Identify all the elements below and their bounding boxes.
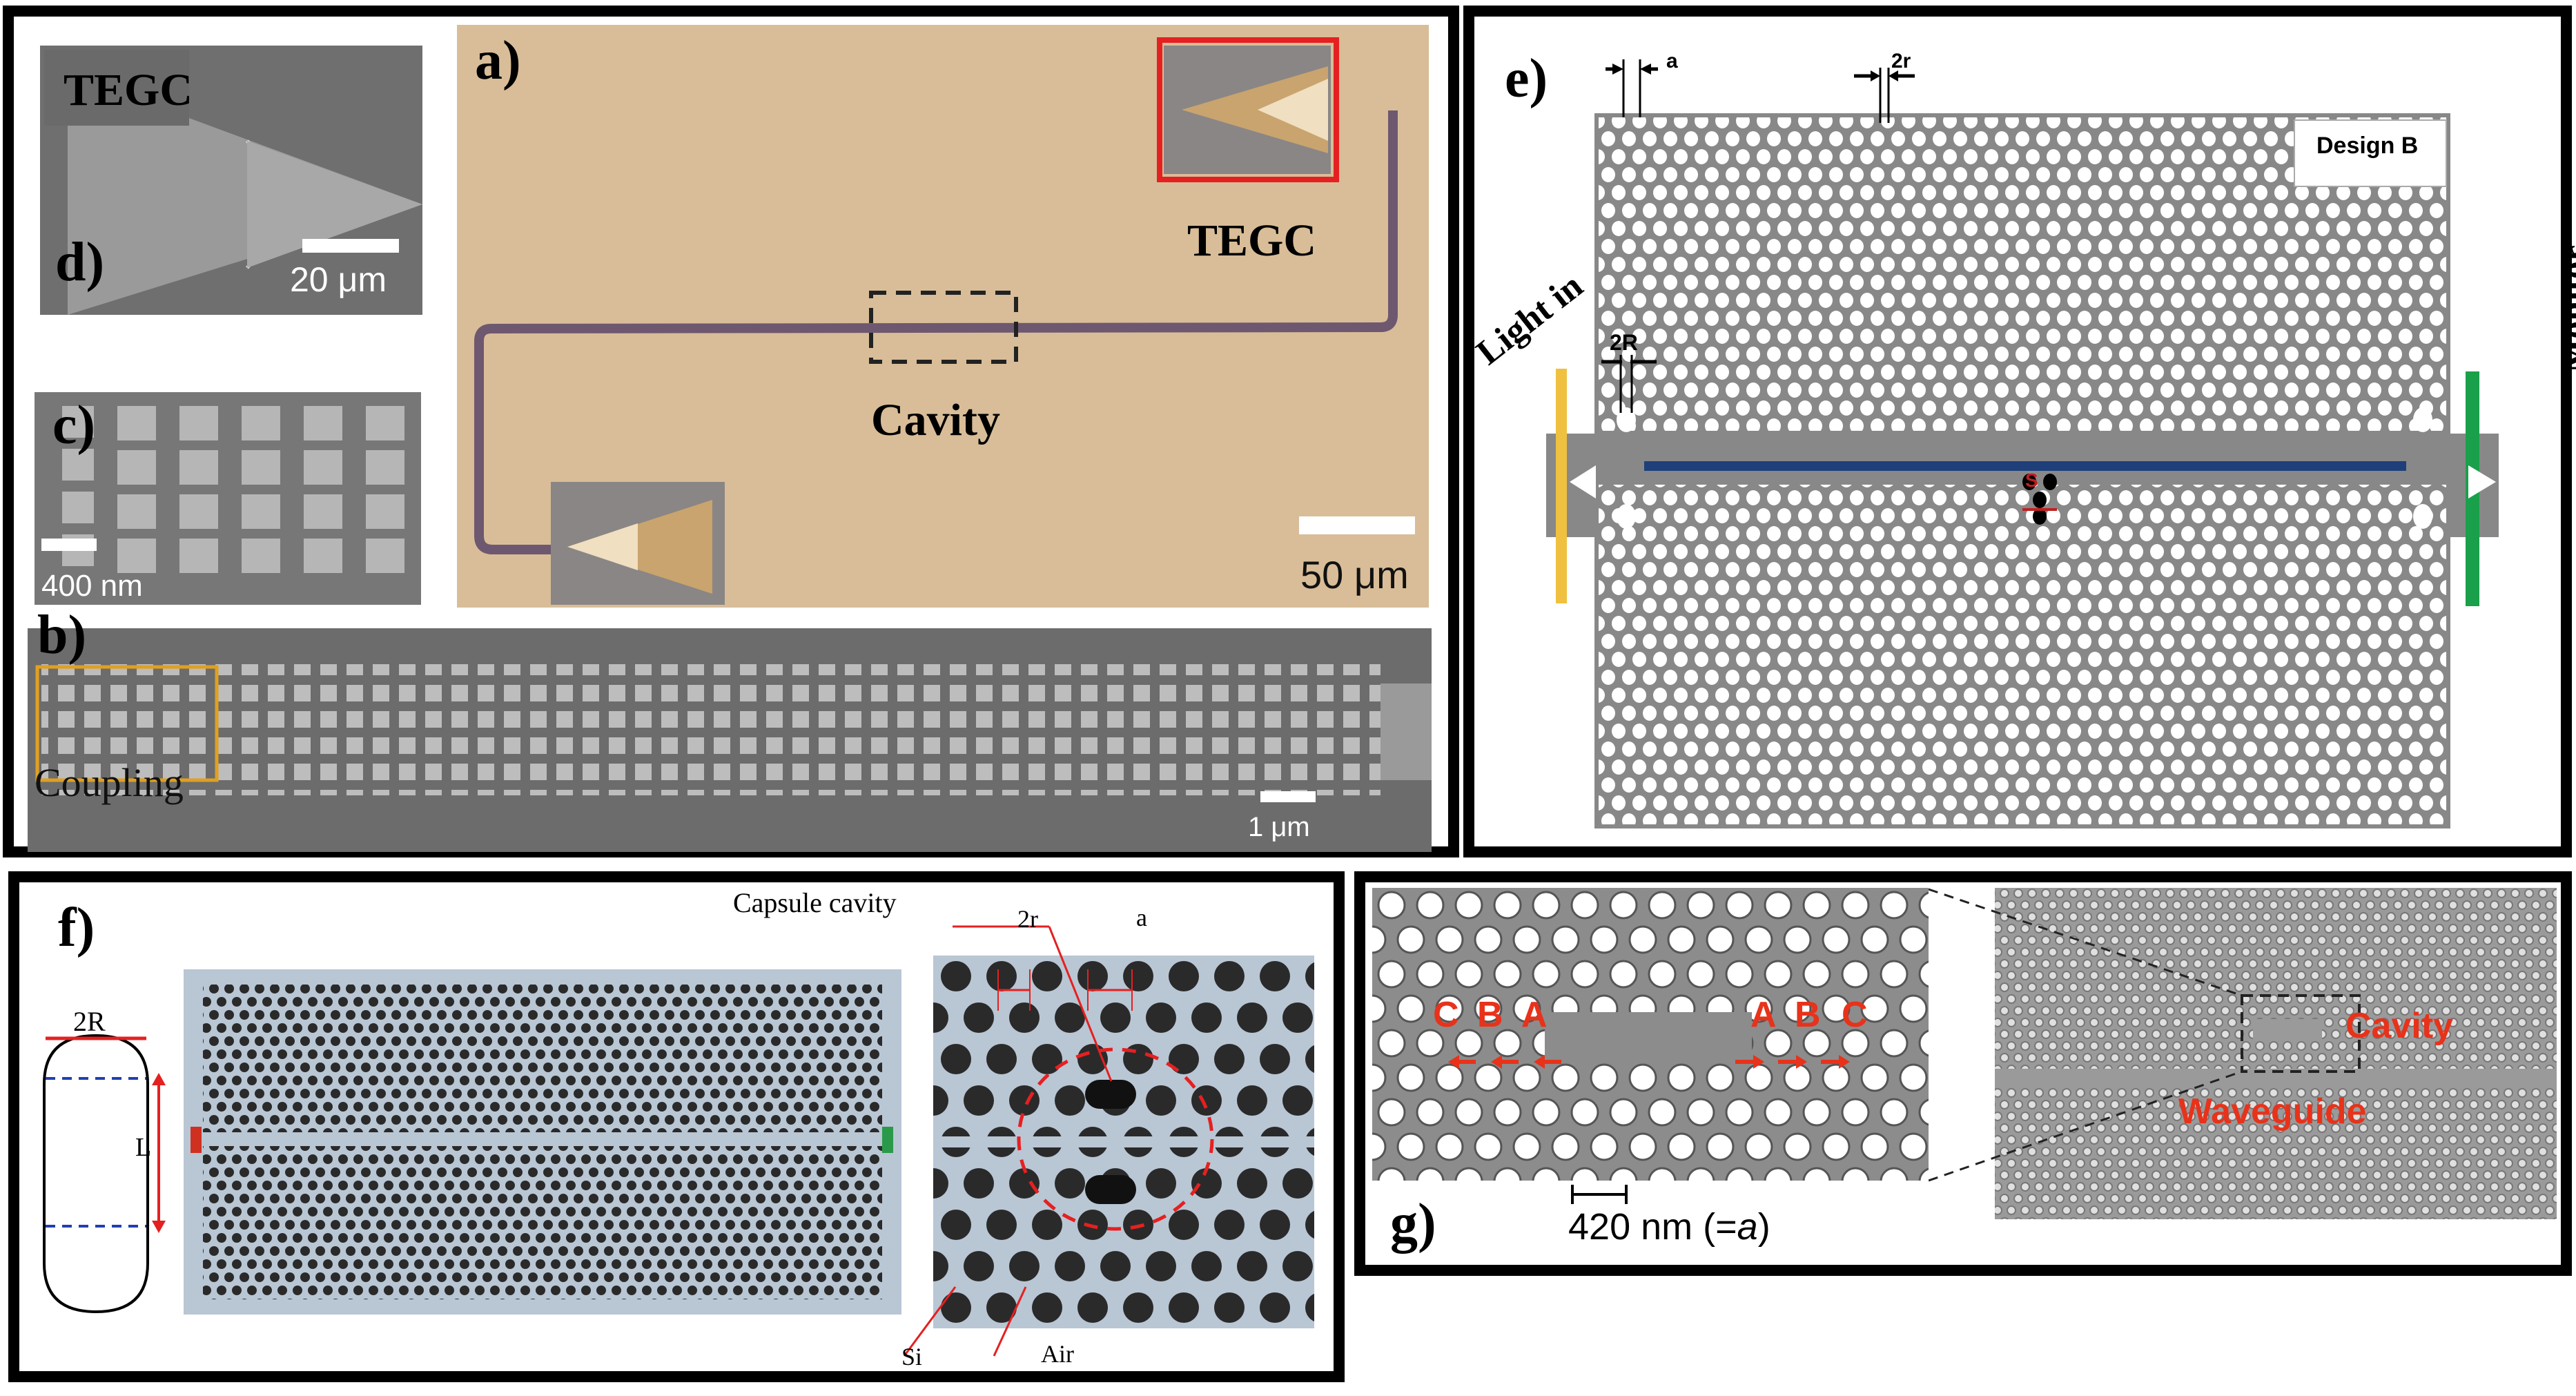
panel-f-dim-a: a — [1136, 904, 1147, 931]
panel-g-waveguide-label: Waveguide — [2178, 1092, 2367, 1132]
panel-b-scale-label: 1 μm — [1248, 812, 1310, 842]
panel-g-label-left-a: A — [1521, 995, 1548, 1035]
panel-a-letter: a) — [475, 30, 521, 91]
panel-e-dim-2R: 2R — [1610, 330, 1638, 355]
panel-b-sem — [28, 628, 1432, 852]
panel-f-si-label: Si — [901, 1343, 923, 1370]
panel-f-capsule-diagram — [43, 1034, 149, 1314]
panel-f-dim-2r: 2r — [1017, 905, 1038, 933]
panel-c-scale-label: 400 nm — [41, 569, 143, 603]
panel-a-tegc-label: TEGC — [1187, 215, 1317, 266]
panel-g-scale-a: a — [1737, 1206, 1758, 1248]
panel-f-dim-L: L — [135, 1133, 152, 1162]
panel-g-label-right-c: C — [1842, 995, 1868, 1035]
panel-f-zoom — [933, 956, 1314, 1328]
panel-g-scale-text: 420 nm (= — [1568, 1206, 1737, 1248]
panel-b-letter: b) — [37, 605, 87, 666]
panel-g-label-right-a: A — [1750, 995, 1777, 1035]
panel-e-design-label: Design B — [2316, 133, 2419, 159]
panel-d-tegc-label: TEGC — [64, 65, 193, 115]
panel-g-cavity-label: Cavity — [2345, 1006, 2454, 1046]
panel-e-letter: e) — [1505, 48, 1548, 109]
panel-f-letter: f) — [58, 898, 95, 958]
panel-f-dim-2R: 2R — [73, 1006, 106, 1037]
panel-d-letter: d) — [55, 232, 105, 293]
panel-f-annotations — [903, 925, 1133, 1357]
panel-b-coupling-label: Coupling — [35, 760, 184, 805]
panel-f-capsule-label: Capsule cavity — [733, 887, 897, 918]
panel-f-dimension-L — [152, 1073, 166, 1233]
panel-g-scale-bracket — [1571, 1185, 1628, 1204]
panel-a-scale-label: 50 μm — [1300, 553, 1409, 597]
panel-f-slab — [184, 969, 901, 1315]
panel-e-shift-label: S — [2025, 469, 2038, 491]
panel-e-dim-2r: 2r — [1891, 50, 1911, 72]
panel-c-letter: c) — [52, 395, 96, 456]
panel-g-sem-zoom — [1372, 888, 1929, 1181]
panel-a-cavity-label: Cavity — [871, 395, 1000, 445]
panel-e-dim-a: a — [1666, 50, 1678, 72]
panel-g-label-right-b: B — [1795, 995, 1821, 1035]
panel-d-scale-label: 20 μm — [290, 260, 387, 299]
panel-g-label-left-b: B — [1477, 995, 1503, 1035]
panel-c-sem — [35, 392, 421, 605]
panel-g-label-left-c: C — [1433, 995, 1459, 1035]
panel-d-tegc-box — [44, 50, 189, 126]
panel-e-monitor-label: Monitor — [2555, 245, 2576, 373]
panel-f-air-label: Air — [1041, 1340, 1074, 1368]
panel-g-scale-close: ) — [1757, 1206, 1770, 1248]
panel-g-letter: g) — [1390, 1193, 1436, 1254]
panel-g-scale-label: 420 nm (=a) — [1568, 1205, 1770, 1248]
panel-g-sem-overview — [1929, 888, 2557, 1226]
panel-a-micrograph — [457, 25, 1429, 608]
panel-e-photonic-crystal — [1546, 59, 2499, 828]
